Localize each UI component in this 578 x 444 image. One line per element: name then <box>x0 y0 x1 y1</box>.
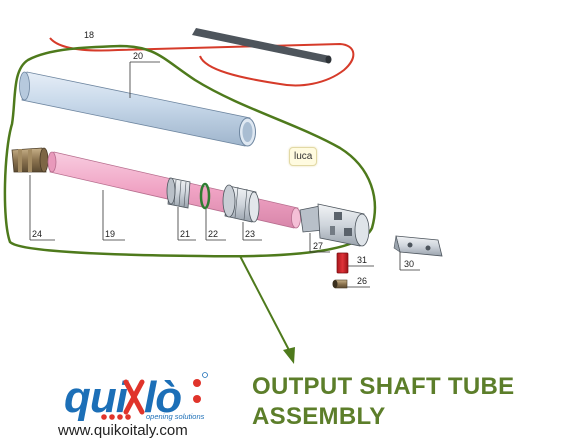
part-27-adapter <box>299 203 370 247</box>
part-label-21: 21 <box>180 229 190 239</box>
part-label-22: 22 <box>208 229 218 239</box>
annotation-note[interactable]: luca <box>289 147 318 166</box>
part-30-bracket <box>393 235 443 257</box>
part-label-20: 20 <box>133 51 143 61</box>
part-label-30: 30 <box>404 259 414 269</box>
pointer-arrow <box>239 255 295 364</box>
part-label-27: 27 <box>313 241 323 251</box>
part-20-outer-tube <box>19 71 256 147</box>
part-label-31: 31 <box>357 255 367 265</box>
part-22-o-ring <box>199 182 211 210</box>
part-26-bushing <box>332 279 348 289</box>
logo-dot-icon <box>193 379 201 387</box>
shaft-rod <box>192 28 332 64</box>
logo-brand-text-2: lò <box>144 373 181 422</box>
quiko-logo: qui lò opening solutions <box>64 372 208 422</box>
registered-icon <box>202 372 208 378</box>
part-21-ribbed-nut <box>166 177 191 209</box>
website-link[interactable]: www.quikoitaly.com <box>58 422 188 439</box>
part-label-26: 26 <box>357 276 367 286</box>
previous-group-outline <box>49 37 355 87</box>
part-label-24: 24 <box>32 229 42 239</box>
part-label-19: 19 <box>105 229 115 239</box>
part-label-23: 23 <box>245 229 255 239</box>
logo-tagline: opening solutions <box>146 412 205 421</box>
assembly-outline <box>3 44 377 258</box>
part-24-end-cap <box>11 147 49 173</box>
assembly-title: OUTPUT SHAFT TUBE ASSEMBLY <box>252 372 572 432</box>
logo-brand-text: qui <box>64 373 129 422</box>
title-line-2: ASSEMBLY <box>252 403 386 430</box>
part-31-red-sleeve <box>336 252 349 274</box>
title-line-1: OUTPUT SHAFT TUBE <box>252 373 515 400</box>
part-23-coupling <box>222 184 260 223</box>
clipped-part-number: 18 <box>84 30 94 40</box>
